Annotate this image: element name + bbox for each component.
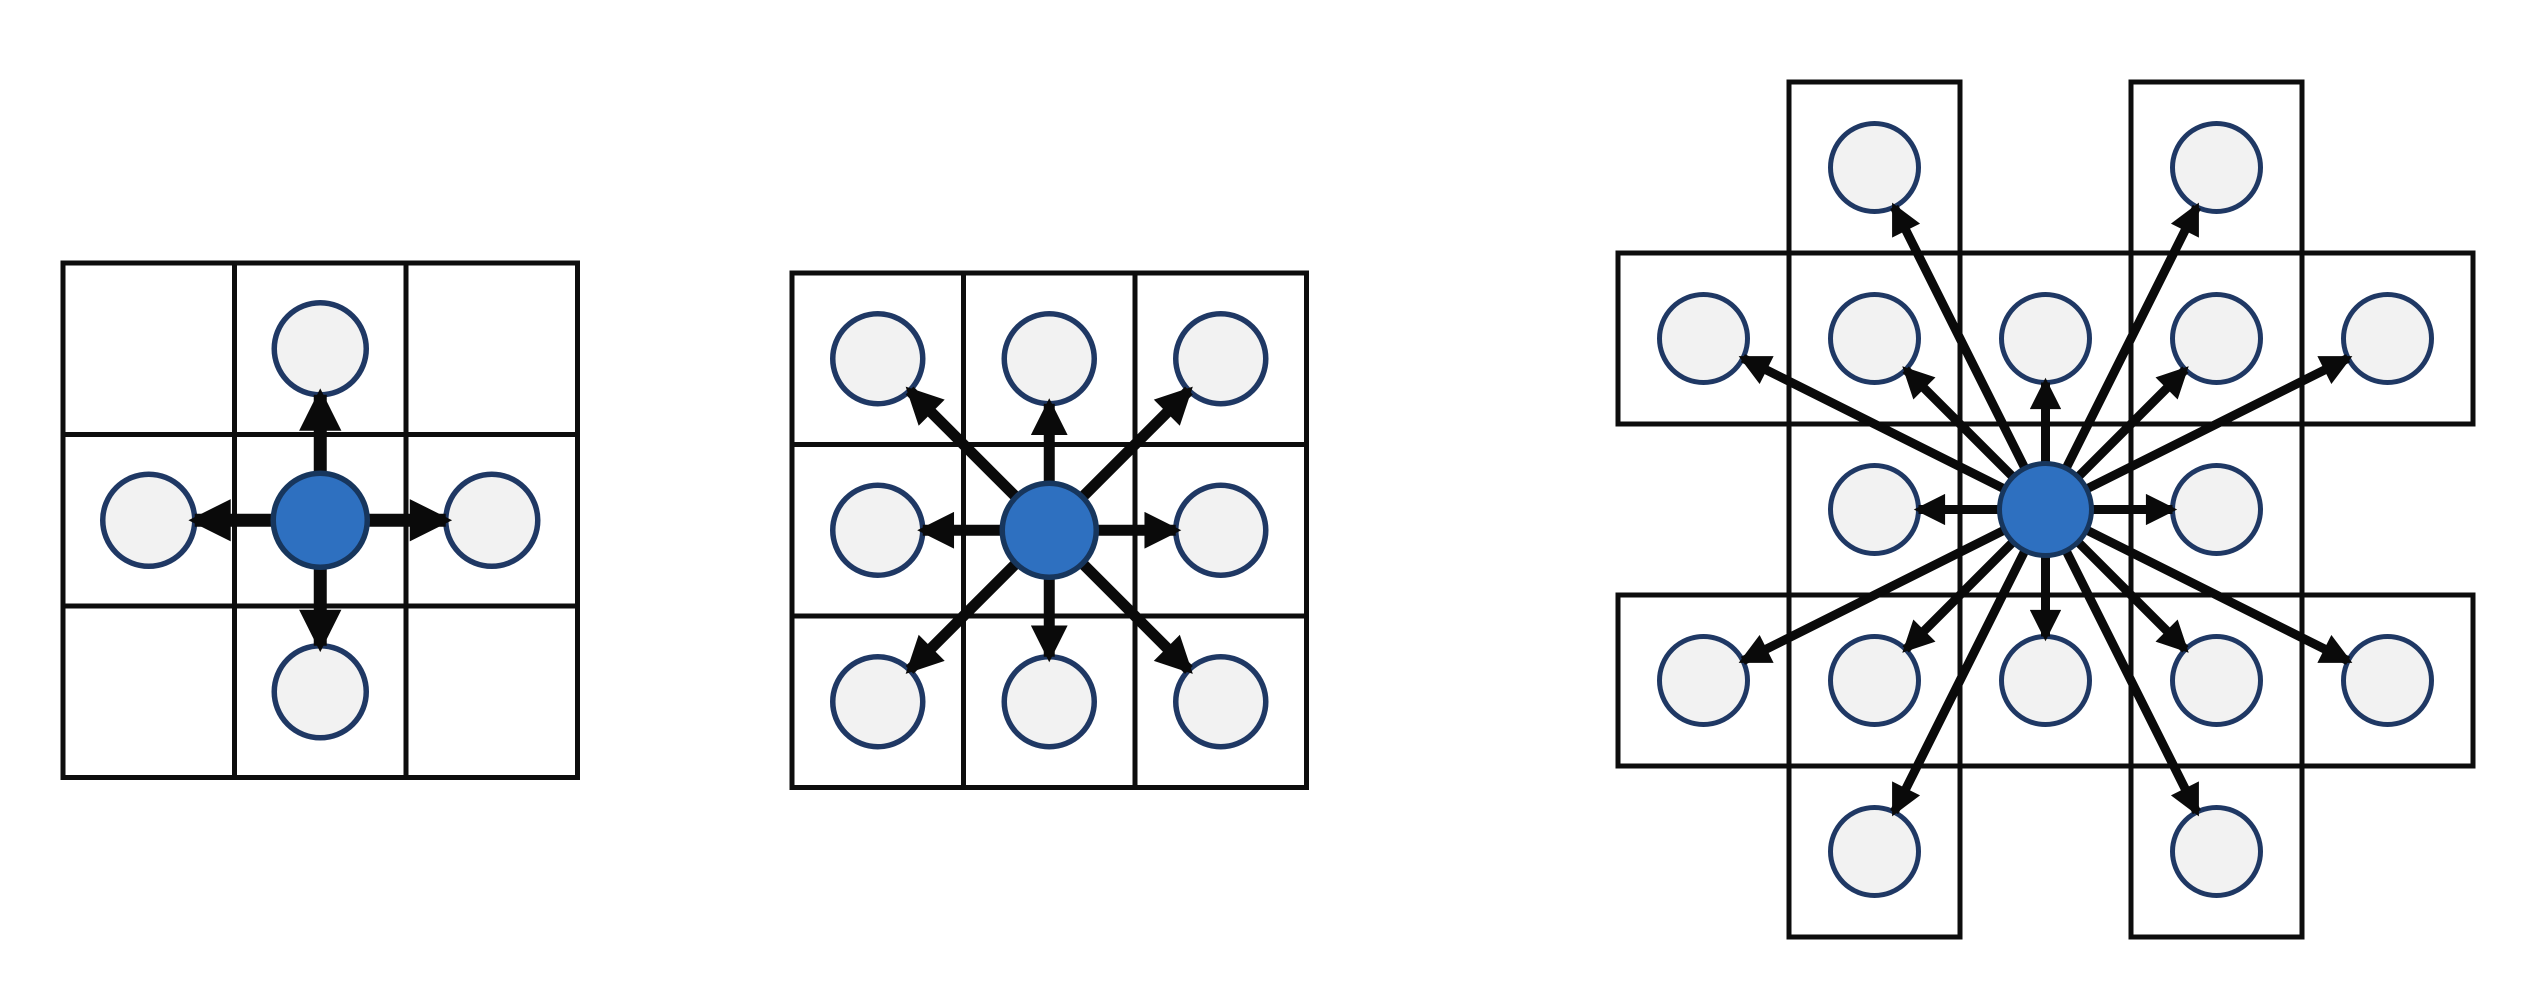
grid-cell	[403, 260, 580, 437]
neighbor-pixel	[2341, 634, 2434, 727]
neighbor-pixel	[271, 300, 369, 398]
neighbor-pixel	[2170, 292, 2263, 385]
connectivity-arrow	[1738, 505, 2048, 665]
neighbor-pixel	[2170, 805, 2263, 898]
neighbor-pixel	[1173, 482, 1269, 578]
neighbor-pixel	[1657, 292, 1750, 385]
neighbor-pixel	[1828, 121, 1921, 214]
neighbor-pixel	[100, 471, 198, 569]
center-pixel	[1997, 461, 2094, 558]
connectivity-arrow	[2041, 507, 2201, 817]
sixteen-neighborhood-diagram	[1615, 79, 2476, 940]
neighbor-pixel	[830, 654, 926, 750]
connectivity-arrow	[2043, 354, 2353, 514]
grid-cell	[60, 260, 237, 437]
neighbor-pixel	[1828, 292, 1921, 385]
center-pixel	[270, 470, 370, 570]
neighbor-pixel	[1001, 311, 1097, 407]
neighbor-pixel	[443, 471, 541, 569]
neighbor-pixel	[2170, 634, 2263, 727]
grid-cell	[403, 603, 580, 780]
neighbor-pixel	[1657, 634, 1750, 727]
connectivity-arrow	[1890, 202, 2050, 512]
neighbor-pixel	[1999, 634, 2092, 727]
neighbor-pixel	[2170, 121, 2263, 214]
neighbor-pixel	[830, 482, 926, 578]
grid-cell	[60, 603, 237, 780]
neighbor-pixel	[1828, 634, 1921, 727]
connectivity-arrow	[1738, 354, 2048, 514]
four-neighborhood-diagram	[60, 260, 580, 780]
neighbor-pixel	[830, 311, 926, 407]
eight-neighborhood-diagram	[789, 270, 1309, 790]
center-pixel	[999, 480, 1099, 580]
neighbor-pixel	[2170, 463, 2263, 556]
connectivity-arrow	[2041, 202, 2201, 512]
neighbor-pixel	[1173, 311, 1269, 407]
connectivity-arrow	[2043, 505, 2353, 665]
neighbor-pixel	[1001, 654, 1097, 750]
neighbor-pixel	[1173, 654, 1269, 750]
neighbor-pixel	[1999, 292, 2092, 385]
neighbor-pixel	[1828, 463, 1921, 556]
connectivity-arrow	[1890, 507, 2050, 817]
neighbor-pixel	[2341, 292, 2434, 385]
neighbor-pixel	[1828, 805, 1921, 898]
neighbor-pixel	[271, 643, 369, 741]
